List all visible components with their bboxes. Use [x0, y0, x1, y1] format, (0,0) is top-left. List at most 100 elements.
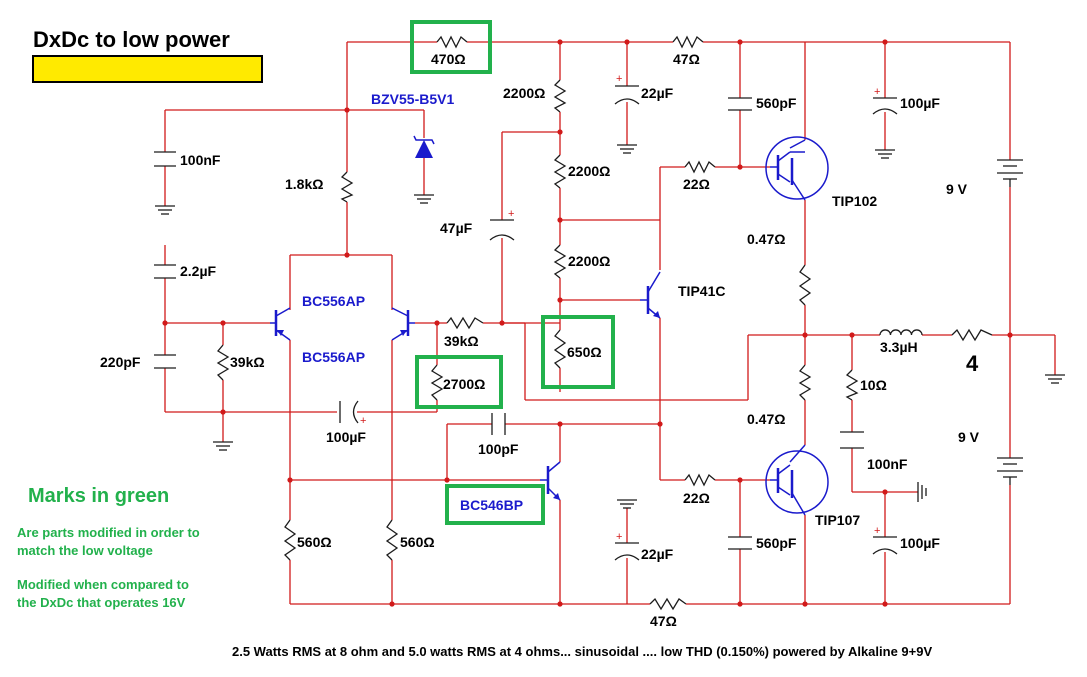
label-r-2200-a: 2200Ω [503, 85, 545, 101]
capacitor-100n-right [840, 431, 864, 449]
transistor-tip41c [640, 271, 661, 319]
label-load: 4 [966, 351, 979, 376]
label-r-47-top: 47Ω [673, 51, 700, 67]
wires [164, 41, 1056, 605]
capacitor-22u-bot: + [614, 531, 640, 561]
transistor-tip107 [765, 444, 829, 516]
capacitor-560p-bot [728, 536, 752, 550]
resistor-22-bot [684, 473, 716, 487]
label-q-bc546: BC546BP [460, 497, 523, 513]
ground-4 [875, 149, 895, 159]
legend-line-2: match the low voltage [17, 543, 153, 558]
resistor-2200-a [553, 79, 567, 113]
legend-line-1: Are parts modified in order to [17, 525, 200, 540]
label-r-22-bot: 22Ω [683, 490, 710, 506]
ground-2 [414, 194, 434, 204]
transistor-bc556-a [270, 307, 291, 341]
label-r-2200-b: 2200Ω [568, 163, 610, 179]
label-c-100u-mid: 100µF [326, 429, 366, 445]
resistor-10 [845, 369, 859, 401]
transistor-bc546 [540, 461, 561, 501]
label-q-tip41c: TIP41C [678, 283, 725, 299]
label-r-1k8: 1.8kΩ [285, 176, 323, 192]
resistor-560-b [385, 519, 399, 561]
svg-text:+: + [874, 525, 880, 537]
label-r-2700: 2700Ω [443, 376, 485, 392]
battery-bottom [997, 457, 1023, 485]
label-r-047-top: 0.47Ω [747, 231, 785, 247]
label-q-bc556-b: BC556AP [302, 349, 365, 365]
label-v-9-bot: 9 V [958, 429, 980, 445]
capacitor-560p-top [728, 97, 752, 111]
resistor-047-top [798, 264, 812, 306]
ground-6 [1045, 374, 1065, 384]
label-r-47-bot: 47Ω [650, 613, 677, 629]
title-bar [32, 55, 263, 83]
capacitor-100p [491, 413, 506, 435]
label-q-bc556-a: BC556AP [302, 293, 365, 309]
label-c-22u-top: 22µF [641, 85, 674, 101]
resistor-2200-c [553, 244, 567, 279]
label-r-560-b: 560Ω [400, 534, 435, 550]
resistor-47-bot [649, 597, 687, 611]
label-c-100u-bot: 100µF [900, 535, 940, 551]
junctions [162, 39, 1013, 607]
footer-note: 2.5 Watts RMS at 8 ohm and 5.0 watts RMS… [232, 644, 932, 659]
resistor-load-4 [951, 328, 993, 342]
label-c-560p-bot: 560pF [756, 535, 797, 551]
resistor-047-bot [798, 364, 812, 401]
label-c-100n-right: 100nF [867, 456, 908, 472]
capacitor-2u2 [154, 264, 176, 279]
resistor-650 [553, 329, 567, 369]
legend-heading: Marks in green [28, 485, 169, 507]
capacitor-220p [154, 354, 176, 369]
label-r-470: 470Ω [431, 51, 466, 67]
svg-text:+: + [616, 73, 622, 85]
resistor-47-top [672, 35, 704, 49]
capacitor-100u-mid: + [339, 400, 366, 427]
highlight-boxes [410, 20, 615, 525]
label-r-22-top: 22Ω [683, 176, 710, 192]
inductor-3u3 [879, 329, 923, 336]
label-c-47u: 47µF [440, 220, 473, 236]
svg-text:+: + [508, 208, 514, 220]
zener-diode [413, 135, 435, 158]
label-c-220p: 220pF [100, 354, 141, 370]
resistor-2700 [430, 364, 444, 401]
ground-7 [617, 499, 637, 509]
ground-1 [155, 205, 175, 215]
label-q-tip107: TIP107 [815, 512, 860, 528]
label-c-2u2: 2.2µF [180, 263, 217, 279]
capacitor-22u-top: + [614, 73, 640, 105]
resistor-2200-b [553, 154, 567, 189]
label-c-22u-bot: 22µF [641, 546, 674, 562]
ground-3 [617, 144, 637, 154]
capacitor-100u-top: + [872, 86, 898, 115]
resistor-560-a [283, 519, 297, 561]
svg-text:+: + [616, 531, 622, 543]
label-c-560p-top: 560pF [756, 95, 797, 111]
label-r-2200-c: 2200Ω [568, 253, 610, 269]
label-q-tip102: TIP102 [832, 193, 877, 209]
label-zener: BZV55-B5V1 [371, 91, 454, 107]
capacitor-100u-bot: + [872, 525, 898, 555]
transistor-bc556-b [391, 307, 415, 341]
battery-top [997, 159, 1023, 187]
label-r-047-bot: 0.47Ω [747, 411, 785, 427]
label-v-9-top: 9 V [946, 181, 968, 197]
title: DxDc to low power [33, 27, 230, 52]
svg-text:+: + [360, 415, 366, 427]
resistor-39k-a [446, 316, 484, 330]
label-r-10: 10Ω [860, 377, 887, 393]
capacitor-47u: + [489, 208, 514, 241]
label-r-39k-b: 39kΩ [230, 354, 265, 370]
resistor-470 [436, 35, 468, 49]
transistor-tip102 [765, 136, 829, 201]
ground-5 [213, 441, 233, 451]
svg-text:+: + [874, 86, 880, 98]
label-r-650: 650Ω [567, 344, 602, 360]
capacitor-100n-left [154, 151, 176, 167]
label-c-100p: 100pF [478, 441, 519, 457]
legend-line-4: the DxDc that operates 16V [17, 595, 186, 610]
